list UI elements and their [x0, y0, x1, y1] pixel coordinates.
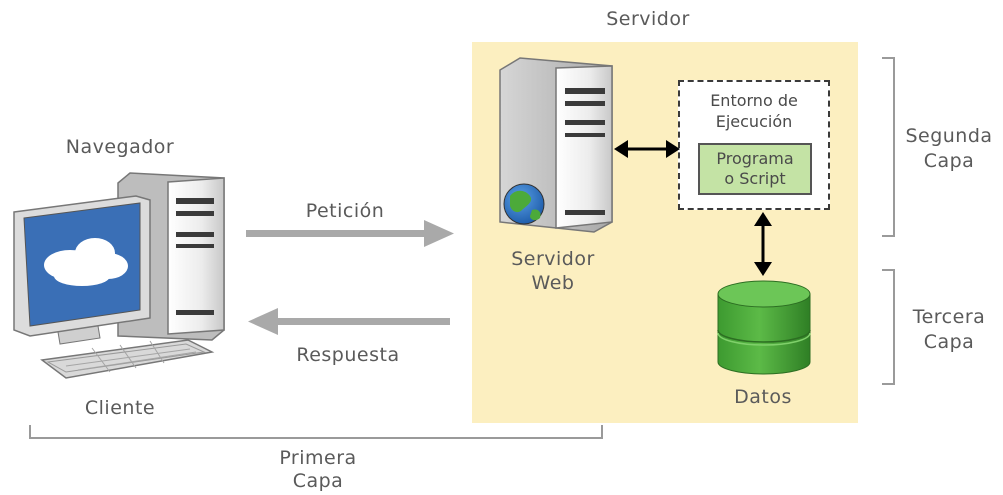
webserver-label-line1: Servidor: [511, 248, 595, 270]
first-tier-label-line2: Capa: [292, 470, 344, 492]
response-label: Respuesta: [296, 344, 400, 366]
second-tier-label-line1: Segunda: [905, 125, 993, 147]
data-label: Datos: [734, 386, 792, 408]
third-tier-brace: [882, 269, 895, 385]
browser-label: Navegador: [65, 136, 175, 158]
runtime-title-line2: Ejecución: [715, 112, 793, 131]
web-server-icon: [499, 57, 613, 233]
database-icon: [717, 280, 811, 375]
runtime-title: Entorno de Ejecución: [680, 90, 828, 132]
server-title: Servidor: [606, 8, 690, 30]
third-tier-label-line1: Tercera: [912, 306, 986, 328]
webserver-label-line2: Web: [531, 272, 575, 294]
first-tier-label-line1: Primera: [279, 447, 357, 469]
runtime-environment-box: Entorno de Ejecución Programa o Script: [678, 80, 830, 210]
response-arrow: [248, 308, 450, 335]
client-computer-icon: [13, 172, 225, 379]
request-arrow: [246, 220, 454, 247]
second-tier-brace: [882, 57, 895, 237]
third-tier-label-line2: Capa: [923, 331, 975, 353]
script-label-line1: Programa: [716, 149, 794, 168]
client-label: Cliente: [84, 397, 156, 419]
script-label-line2: o Script: [724, 169, 786, 188]
runtime-data-arrow: [754, 212, 772, 276]
server-runtime-arrow: [614, 140, 680, 158]
second-tier-label-line2: Capa: [923, 150, 975, 172]
request-label: Petición: [305, 200, 385, 222]
globe-icon: [503, 183, 545, 225]
script-box: Programa o Script: [698, 143, 812, 195]
runtime-title-line1: Entorno de: [710, 91, 798, 110]
first-tier-brace: [29, 425, 603, 439]
